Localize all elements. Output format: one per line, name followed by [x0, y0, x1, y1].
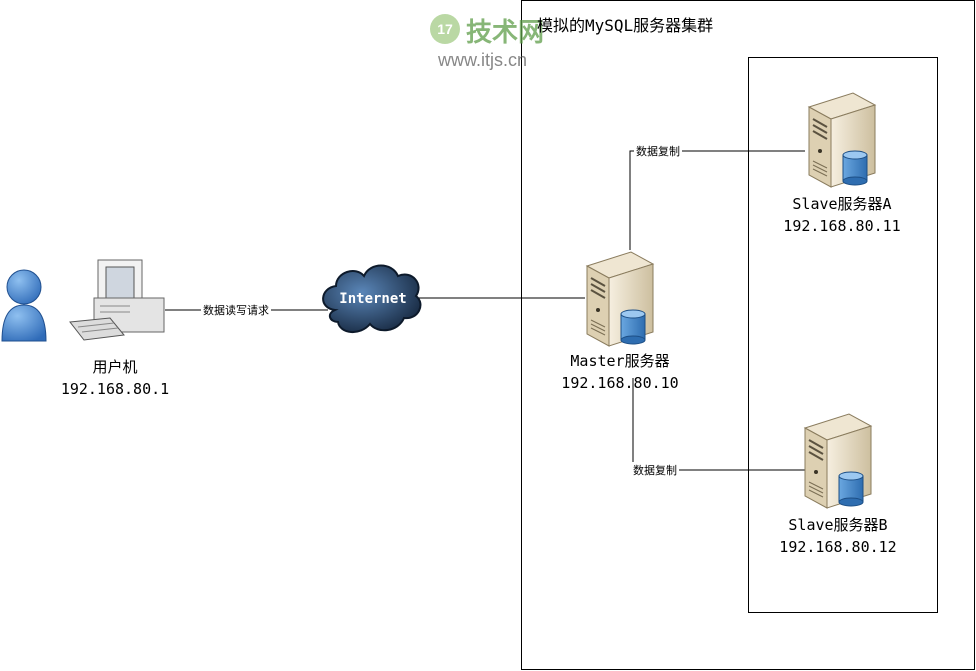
- cloud-icon: [322, 264, 422, 333]
- watermark-logo: 17: [430, 14, 460, 44]
- master-ip: 192.168.80.10: [561, 374, 679, 392]
- server-grille: [808, 485, 824, 494]
- server-front: [804, 427, 828, 509]
- server-grille: [590, 327, 606, 336]
- link-master-slave-a: [629, 150, 805, 250]
- server-led: [818, 149, 822, 153]
- server-vent: [812, 124, 828, 134]
- watermark: 17 技术网 www.itjs.cn: [428, 8, 568, 78]
- server-vent: [590, 289, 606, 299]
- cluster-title: 模拟的MySQL服务器集群: [537, 16, 714, 35]
- server-grille: [590, 323, 606, 332]
- server-grille: [808, 481, 824, 490]
- internet-label: Internet: [339, 291, 407, 307]
- server-grille: [590, 319, 606, 328]
- user-ip: 192.168.80.1: [60, 380, 170, 398]
- master-name: Master服务器: [570, 352, 670, 370]
- slave-a-server-icon: [807, 92, 877, 188]
- slave-b-ip: 192.168.80.12: [779, 538, 897, 556]
- server-vent: [590, 283, 606, 293]
- slave-b-server-icon: [803, 413, 873, 509]
- database-icon: [842, 150, 868, 186]
- slave-a-ip: 192.168.80.11: [783, 217, 901, 235]
- slave-group-boundary: [748, 57, 938, 613]
- server-led: [596, 308, 600, 312]
- watermark-brand: 技术网: [466, 18, 545, 48]
- server-vent: [808, 439, 824, 449]
- person-icon: [1, 269, 47, 342]
- master-server-icon: [585, 251, 655, 347]
- link-label-user-internet: 数据读写请求: [201, 302, 271, 318]
- user-name: 用户机: [92, 358, 138, 376]
- slave-a-name: Slave服务器A: [792, 195, 892, 213]
- watermark-url: www.itjs.cn: [438, 50, 528, 70]
- computer-icon: [69, 259, 165, 341]
- slave-b-name: Slave服务器B: [788, 516, 888, 534]
- server-vent: [590, 277, 606, 287]
- server-vent: [808, 451, 824, 461]
- server-vent: [808, 445, 824, 455]
- server-front: [808, 106, 832, 188]
- database-icon: [620, 309, 646, 345]
- server-grille: [812, 168, 828, 177]
- server-grille: [808, 489, 824, 498]
- server-front: [586, 265, 610, 347]
- server-grille: [812, 164, 828, 173]
- database-icon: [838, 471, 864, 507]
- link-label-replication-b: 数据复制: [631, 462, 679, 478]
- server-grille: [812, 160, 828, 169]
- server-vent: [812, 130, 828, 140]
- server-led: [814, 470, 818, 474]
- cluster-boundary: [521, 0, 975, 670]
- link-label-replication-a: 数据复制: [634, 143, 682, 159]
- server-vent: [812, 118, 828, 128]
